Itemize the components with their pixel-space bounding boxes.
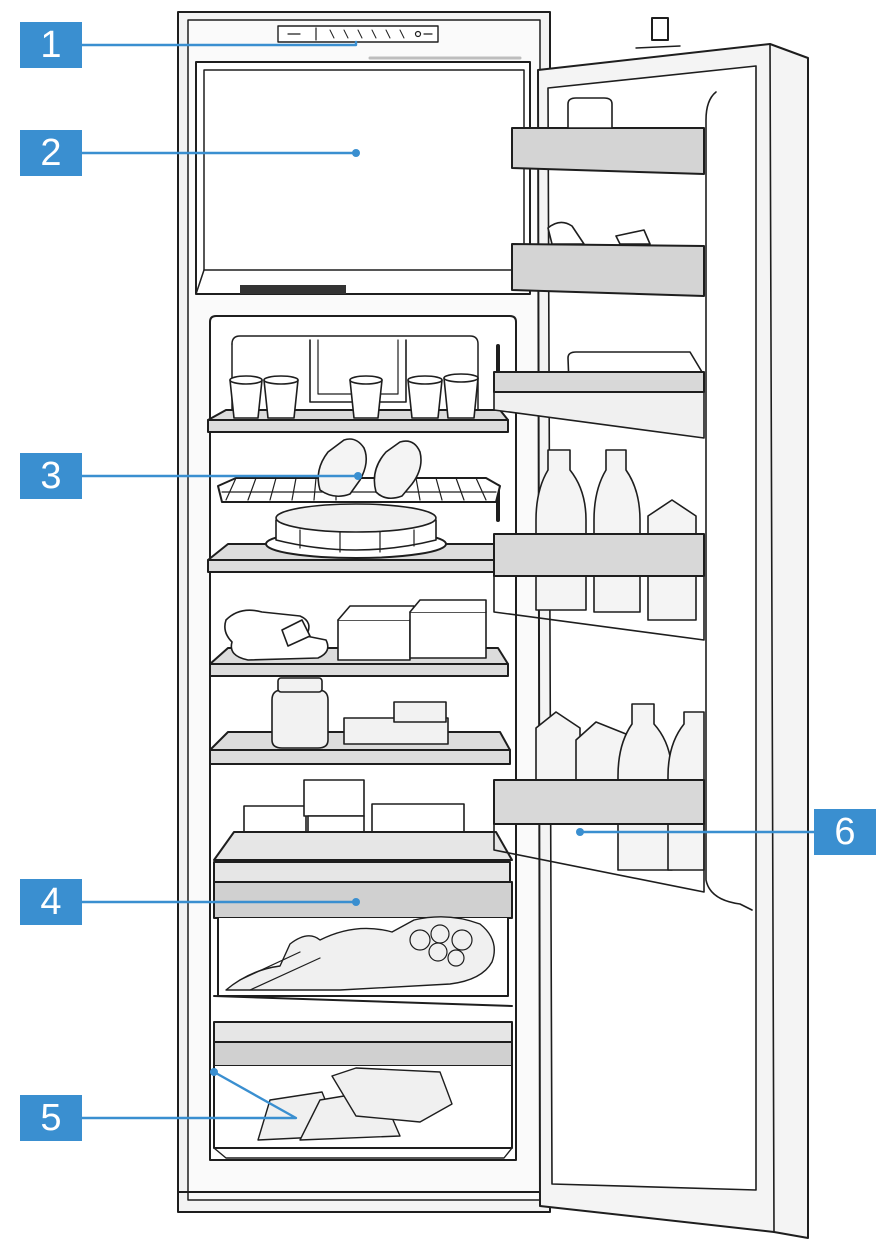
callout-4-label: 4 [40,880,62,923]
leader-dot-6 [576,828,584,836]
leader-5 [80,1070,298,1120]
shelf-jar [209,677,511,765]
leader-dot-5 [210,1068,218,1076]
callout-4: 4 [20,879,82,925]
callout-5: 5 [20,1095,82,1141]
leader-dot-4 [352,898,360,906]
callout-1-label: 1 [40,23,62,66]
vegetable-drawer [213,861,513,1007]
shelf-cups [207,373,509,433]
bottle-rack [217,438,501,503]
control-panel [277,25,439,43]
callout-2: 2 [20,130,82,176]
leader-dot-3 [354,472,362,480]
door [493,17,809,1239]
leader-dot-2 [352,149,360,157]
shelf-containers [209,599,509,677]
chiller-drawer [213,1021,513,1159]
callout-2-label: 2 [40,131,62,174]
callout-1: 1 [20,22,82,68]
leader-1 [80,40,358,47]
callout-6-label: 6 [834,810,856,853]
callout-3: 3 [20,453,82,499]
leader-lines [80,40,820,1120]
freezer-compartment [195,61,531,295]
shelf-boxes [213,779,513,861]
callout-6: 6 [814,809,876,855]
cabinet [177,11,551,1213]
callout-5-label: 5 [40,1096,62,1139]
callout-3-label: 3 [40,454,62,497]
shelf-cake [207,503,513,573]
